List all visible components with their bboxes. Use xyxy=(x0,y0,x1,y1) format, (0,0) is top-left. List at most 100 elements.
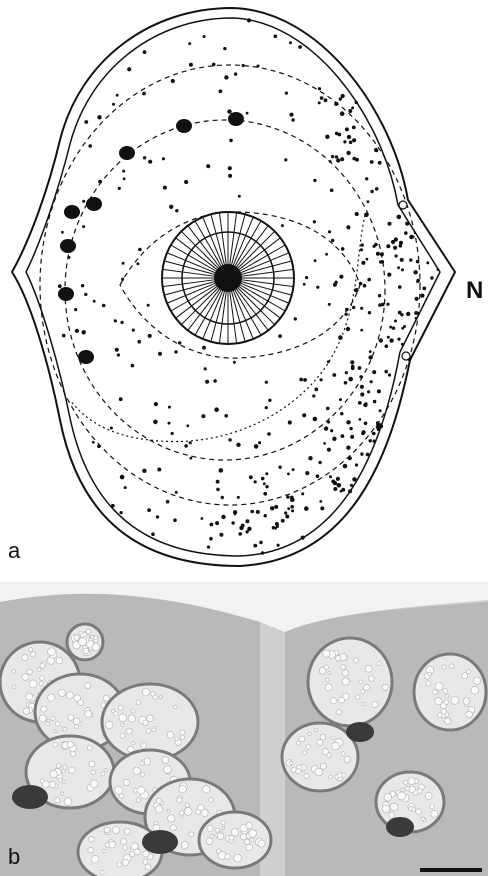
granule-dot xyxy=(406,312,410,316)
granule-dot xyxy=(335,132,339,136)
granule-dot xyxy=(84,293,87,296)
granule xyxy=(180,735,184,739)
granule-dot xyxy=(314,388,318,392)
granule-dot xyxy=(332,373,336,377)
granule xyxy=(382,805,389,812)
granule-dot xyxy=(364,422,368,426)
granule-dot xyxy=(332,437,336,441)
dark-nucleus xyxy=(346,722,374,742)
granule-dot xyxy=(376,425,380,429)
granule-dot xyxy=(334,281,337,284)
granule-dot xyxy=(367,390,370,393)
granule-dot xyxy=(123,177,126,180)
granule-dot xyxy=(223,47,226,50)
crescent-boundary xyxy=(70,215,365,442)
granule-dot xyxy=(201,414,205,418)
granule-dot xyxy=(326,407,330,411)
granule-dot xyxy=(168,422,171,425)
granule-dot xyxy=(426,261,429,264)
granule-dot xyxy=(348,456,352,460)
granule-dot xyxy=(316,474,320,478)
granule-dot xyxy=(287,473,290,476)
granule xyxy=(389,812,395,818)
granule-dot xyxy=(285,515,289,519)
granule xyxy=(84,682,90,688)
granule xyxy=(189,832,194,837)
granule-dot xyxy=(267,432,271,436)
granule xyxy=(137,786,145,794)
granule-dot xyxy=(341,434,345,438)
rosette-spoke xyxy=(239,283,289,304)
granule xyxy=(249,830,257,838)
granule-dot xyxy=(367,278,371,282)
central-rosette xyxy=(162,212,294,344)
granule xyxy=(341,665,346,670)
granule-dot xyxy=(324,426,328,430)
granule-dot xyxy=(204,367,207,370)
granule-dot xyxy=(341,488,345,492)
granule-dot xyxy=(231,521,234,524)
granule-dot xyxy=(257,65,260,68)
granule-dot xyxy=(324,98,328,102)
granule xyxy=(26,693,33,700)
granule xyxy=(23,708,29,714)
granule-dot xyxy=(372,432,376,436)
granule-dot xyxy=(115,348,119,352)
granule-dot xyxy=(284,158,287,161)
granule-dot xyxy=(303,378,307,382)
granule xyxy=(91,770,95,774)
granule-dot xyxy=(378,303,382,307)
granule xyxy=(365,665,372,672)
n-marker-label: N xyxy=(466,279,483,303)
granule xyxy=(143,860,148,865)
granule-dot xyxy=(301,492,304,495)
granule-dot xyxy=(147,508,151,512)
granule xyxy=(147,715,154,722)
granule-dot xyxy=(318,101,321,104)
granule-dot xyxy=(352,138,356,142)
rosette-spoke xyxy=(195,221,222,268)
granule-dot xyxy=(82,225,85,228)
granule xyxy=(63,765,67,769)
granule-dot xyxy=(74,308,77,311)
granule-dot xyxy=(329,160,332,163)
rosette-spoke xyxy=(233,289,254,339)
granule-dot xyxy=(202,346,206,350)
granule-dot xyxy=(355,463,358,466)
granule-dot xyxy=(254,444,259,449)
granule-dot xyxy=(318,87,321,90)
granule xyxy=(180,730,185,735)
granule-dot xyxy=(261,477,265,481)
granule xyxy=(296,769,301,774)
granule xyxy=(91,855,99,863)
granule-dot xyxy=(355,158,359,162)
granule-dot xyxy=(325,135,329,139)
granule xyxy=(331,736,334,739)
granule-dot xyxy=(358,366,362,370)
granule-dot xyxy=(387,273,391,277)
granule-dot xyxy=(239,526,243,530)
granule xyxy=(121,838,127,844)
granule-dot xyxy=(212,63,216,67)
granule-dot xyxy=(277,544,280,547)
granule-dot xyxy=(120,475,125,480)
granule-dot xyxy=(318,461,321,464)
granule-dot xyxy=(355,212,359,216)
granule-dot xyxy=(370,190,373,193)
granule-dot xyxy=(263,482,266,485)
granule-dot xyxy=(375,187,379,191)
granule xyxy=(179,785,187,793)
granule-dot xyxy=(301,536,305,540)
granule-dot xyxy=(132,329,135,332)
granule-dot xyxy=(154,402,158,406)
granule-dot xyxy=(369,350,372,353)
granule xyxy=(382,684,388,690)
granule xyxy=(126,728,132,734)
granule xyxy=(58,689,65,696)
granule-dot xyxy=(213,379,217,383)
granule xyxy=(401,788,405,792)
granule-dot xyxy=(265,406,268,409)
granule xyxy=(47,719,50,722)
granule-dot xyxy=(207,546,210,549)
